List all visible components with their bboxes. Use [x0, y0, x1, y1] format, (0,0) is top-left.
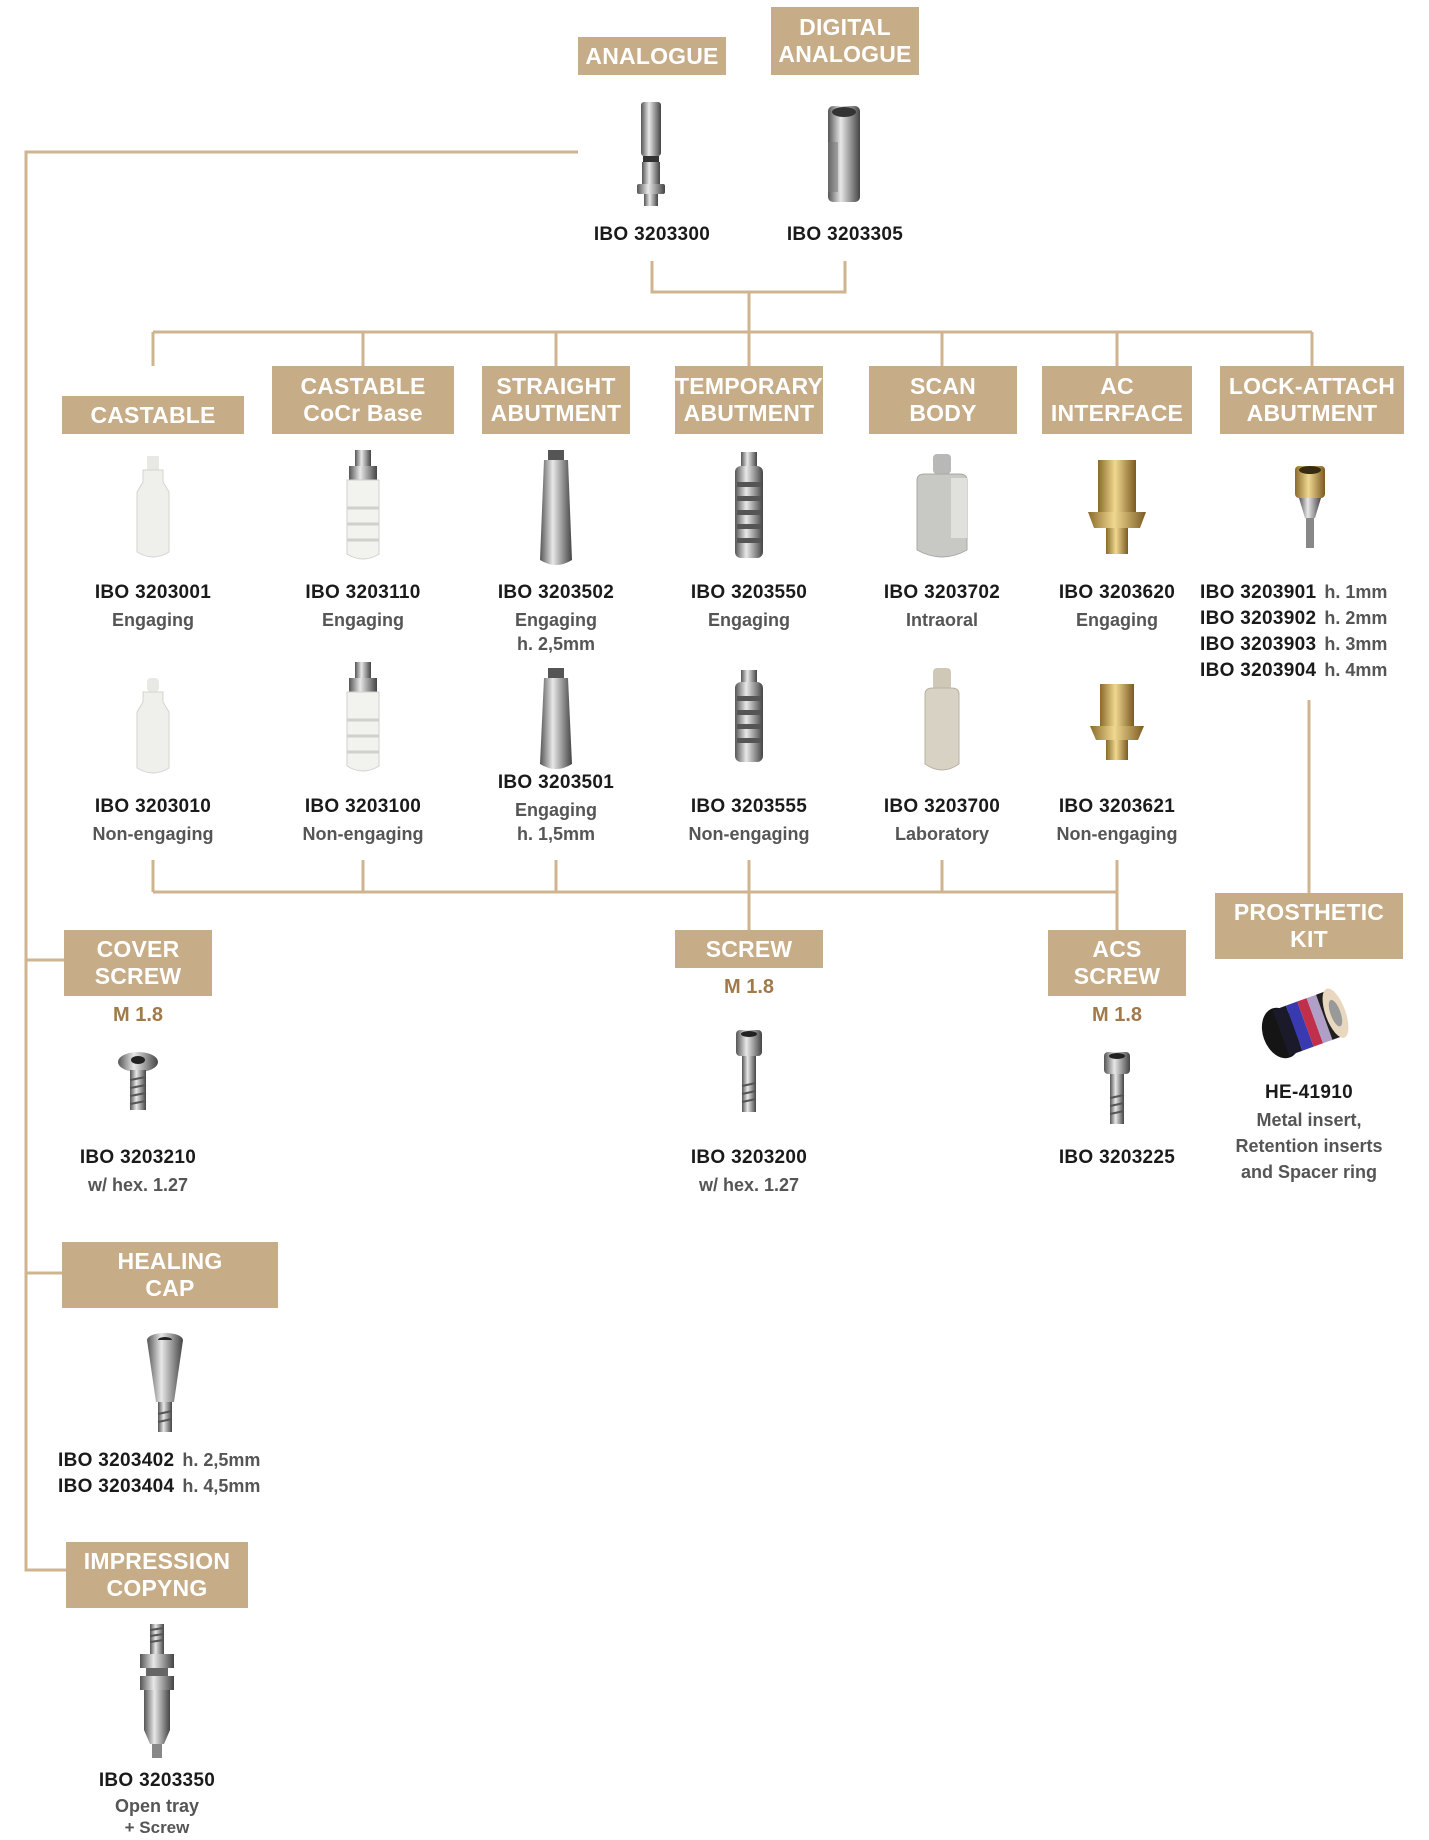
straight-abutment-1-5-desc-1: Engaging	[515, 800, 597, 820]
castable-engaging-part-icon	[136, 456, 170, 558]
digital-analogue-part-icon	[828, 106, 860, 202]
castable-cocr-engaging-part-icon	[346, 450, 380, 560]
prosthetic-kit-desc-2: Retention inserts	[1235, 1136, 1383, 1156]
castable-non-engaging-part-icon	[136, 678, 170, 774]
analogue-part-icon	[637, 102, 665, 206]
digital-analogue-header: DIGITAL ANALOGUE	[771, 7, 919, 75]
temporary-abutment-header: TEMPORARY ABUTMENT	[675, 366, 823, 434]
straight-abutment-1-5-desc-2: h. 1,5mm	[516, 824, 596, 844]
castable-cocr-engaging-code: IBO 3203110	[305, 582, 421, 603]
castable-cocr-non-engaging-part-icon	[346, 662, 380, 772]
castable-cocr-non-engaging-desc: Non-engaging	[302, 824, 424, 844]
straight-abutment-2-5-part-icon	[540, 450, 572, 565]
castable-non-engaging-desc: Non-engaging	[92, 824, 214, 844]
ac-interface-header: AC INTERFACE	[1042, 366, 1192, 434]
prosthetic-kit-desc-1: Metal insert,	[1256, 1110, 1362, 1130]
analogue-code: IBO 3203300	[593, 224, 711, 245]
scan-body-laboratory-desc: Laboratory	[894, 824, 990, 844]
temporary-abutment-non-engaging-desc: Non-engaging	[688, 824, 810, 844]
analogue-header: ANALOGUE	[578, 37, 726, 75]
impression-desc-2: + Screw	[124, 1818, 190, 1837]
digital-analogue-code: IBO 3203305	[786, 224, 904, 245]
straight-abutment-2-5-desc-2: h. 2,5mm	[516, 634, 596, 654]
castable-cocr-header: CASTABLE CoCr Base	[272, 366, 454, 434]
impression-desc-1: Open tray	[114, 1796, 200, 1816]
screw-header: SCREW	[675, 930, 823, 968]
ac-interface-non-engaging-desc: Non-engaging	[1056, 824, 1178, 844]
cover-screw-part-icon	[118, 1052, 158, 1110]
ac-interface-engaging-desc: Engaging	[1076, 610, 1158, 630]
prosthetic-kit-desc-3: and Spacer ring	[1240, 1162, 1378, 1182]
scan-body-header: SCAN BODY	[869, 366, 1017, 434]
impression-header: IMPRESSION COPYNG	[66, 1542, 248, 1608]
screw-desc: w/ hex. 1.27	[698, 1175, 800, 1195]
healing-cap-part-icon	[147, 1333, 183, 1432]
straight-abutment-1-5-part-icon	[540, 668, 572, 769]
impression-code: IBO 3203350	[98, 1770, 216, 1791]
prosthetic-kit-code: HE-41910	[1265, 1082, 1353, 1103]
acs-screw-size: M 1.8	[1091, 1004, 1143, 1026]
scan-body-laboratory-part-icon	[924, 668, 960, 771]
scan-body-intraoral-code: IBO 3203702	[883, 582, 1001, 603]
prosthetic-kit-part-icon	[1261, 988, 1349, 1059]
impression-copyng-part-icon	[140, 1624, 174, 1758]
cover-screw-code: IBO 3203210	[79, 1147, 197, 1168]
straight-abutment-1-5-code: IBO 3203501	[497, 772, 615, 793]
healing-cap-header: HEALING CAP	[62, 1242, 278, 1308]
straight-abutment-header: STRAIGHT ABUTMENT	[482, 366, 630, 434]
ac-interface-engaging-part-icon	[1088, 460, 1146, 554]
temporary-abutment-non-engaging-code: IBO 3203555	[690, 796, 808, 817]
left-trunk-line	[24, 150, 578, 1572]
scan-body-laboratory-code: IBO 3203700	[883, 796, 1001, 817]
scan-body-intraoral-part-icon	[916, 454, 968, 558]
castable-engaging-desc: Engaging	[112, 610, 194, 630]
temporary-abutment-engaging-code: IBO 3203550	[690, 582, 808, 603]
ac-interface-engaging-code: IBO 3203620	[1058, 582, 1176, 603]
scan-body-intraoral-desc: Intraoral	[905, 610, 979, 630]
analogue-bracket	[650, 261, 847, 294]
straight-abutment-2-5-desc-1: Engaging	[515, 610, 597, 630]
acs-screw-part-icon	[1104, 1052, 1130, 1124]
castable-cocr-engaging-desc: Engaging	[322, 610, 404, 630]
castable-cocr-non-engaging-code: IBO 3203100	[304, 796, 422, 817]
screw-size: M 1.8	[723, 976, 775, 998]
cover-screw-size: M 1.8	[112, 1004, 164, 1026]
castable-header: CASTABLE	[62, 396, 244, 434]
cover-screw-header: COVER SCREW	[64, 930, 212, 996]
temporary-abutment-engaging-part-icon	[735, 452, 763, 558]
screw-code: IBO 3203200	[690, 1147, 808, 1168]
lock-attach-part-icon	[1295, 466, 1325, 548]
ac-interface-non-engaging-part-icon	[1090, 684, 1144, 760]
acs-screw-header: ACS SCREW	[1048, 930, 1186, 996]
castable-engaging-code: IBO 3203001	[94, 582, 212, 603]
acs-screw-code: IBO 3203225	[1058, 1147, 1176, 1168]
lock-attach-header: LOCK-ATTACH ABUTMENT	[1220, 366, 1404, 434]
ac-interface-non-engaging-code: IBO 3203621	[1058, 796, 1176, 817]
prosthetic-kit-header: PROSTHETIC KIT	[1215, 893, 1403, 959]
temporary-abutment-engaging-desc: Engaging	[708, 610, 790, 630]
straight-abutment-2-5-code: IBO 3203502	[497, 582, 615, 603]
temporary-abutment-non-engaging-part-icon	[735, 670, 763, 762]
cover-screw-desc: w/ hex. 1.27	[87, 1175, 189, 1195]
castable-non-engaging-code: IBO 3203010	[94, 796, 212, 817]
screw-part-icon	[736, 1030, 762, 1112]
